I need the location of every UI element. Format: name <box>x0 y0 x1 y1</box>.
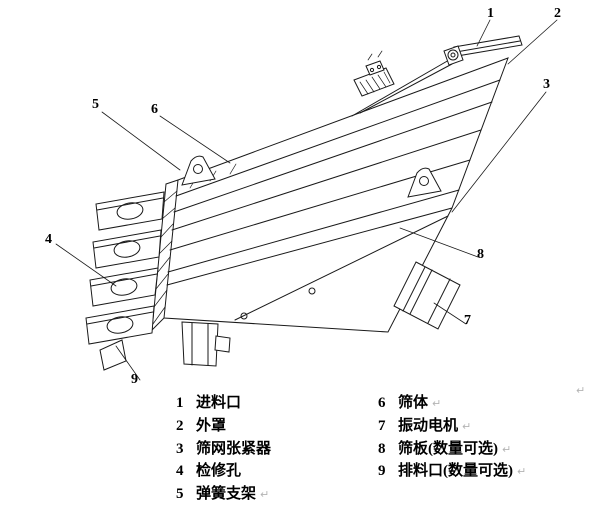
legend-num: 2 <box>176 417 184 434</box>
legend-num: 3 <box>176 440 184 457</box>
legend-label: 振动电机 <box>398 417 459 434</box>
paragraph-mark-icon: ↵ <box>462 419 472 433</box>
chute-1 <box>95 191 165 231</box>
callout-7: 7 <box>464 313 471 328</box>
leader-7 <box>433 302 467 325</box>
callout-1: 1 <box>487 6 494 21</box>
callout-4: 4 <box>45 232 52 247</box>
inspection-hole <box>116 202 144 220</box>
leader-9 <box>115 345 141 381</box>
bottom-flap <box>99 339 127 371</box>
leader-lines <box>55 19 558 381</box>
legend-label: 外罩 <box>196 417 227 434</box>
paragraph-mark-icon: ↵ <box>502 442 512 456</box>
legend-num: 4 <box>176 463 184 480</box>
legend-label: 进料口 <box>196 395 242 411</box>
parts-legend: 1 进料口 6 筛体 ↵ 2 外罩 7 振动电机 ↵ <box>176 391 596 505</box>
inspection-hole <box>110 278 138 296</box>
legend-num: 8 <box>378 440 386 457</box>
chute-2 <box>92 229 162 269</box>
inspection-hole <box>106 316 134 334</box>
leader-5 <box>101 111 181 171</box>
callout-9: 9 <box>131 372 138 387</box>
paragraph-mark-icon: ↵ <box>576 384 586 397</box>
chute-3 <box>89 267 159 307</box>
legend-row: 5 弹簧支架 ↵ <box>176 482 596 505</box>
legend-num: 9 <box>378 463 386 480</box>
support-foot <box>181 321 231 367</box>
callout-8: 8 <box>477 247 484 262</box>
leader-1 <box>476 19 491 47</box>
paragraph-mark-icon: ↵ <box>432 397 442 410</box>
legend-label: 筛体 <box>398 395 429 411</box>
leader-3 <box>451 91 547 213</box>
legend-num: 6 <box>378 395 386 411</box>
tensioner-assembly <box>353 50 395 97</box>
vibration-motor <box>393 261 461 330</box>
chute-4 <box>85 305 155 345</box>
paragraph-mark-icon: ↵ <box>260 488 270 502</box>
callout-3: 3 <box>543 77 550 92</box>
legend-num: 1 <box>176 395 184 411</box>
legend-row: 2 外罩 7 振动电机 ↵ <box>176 414 596 437</box>
callout-5: 5 <box>92 97 99 112</box>
legend-label: 排料口(数量可选) <box>398 463 513 480</box>
leader-4 <box>55 243 117 287</box>
callout-6: 6 <box>151 102 158 117</box>
legend-label: 筛网张紧器 <box>196 440 272 457</box>
discharge-chutes <box>85 191 165 371</box>
spring-bracket-left <box>181 155 216 186</box>
paragraph-mark-icon: ↵ <box>517 465 527 479</box>
leader-8 <box>399 227 479 258</box>
legend-label: 筛板(数量可选) <box>398 440 498 457</box>
legend-num: 7 <box>378 417 386 434</box>
feed-inlet-flange <box>443 35 523 66</box>
callout-2: 2 <box>554 6 561 21</box>
legend-label: 检修孔 <box>196 463 242 480</box>
inspection-hole <box>113 240 141 258</box>
legend-label: 弹簧支架 <box>196 486 257 503</box>
legend-row: 4 检修孔 9 排料口(数量可选) ↵ <box>176 459 596 482</box>
plate-hole <box>308 287 316 295</box>
legend-row: 1 进料口 6 筛体 ↵ <box>176 391 596 414</box>
leader-6 <box>159 115 231 164</box>
plate-hole <box>240 312 248 320</box>
leader-2 <box>507 19 558 65</box>
legend-row: 3 筛网张紧器 8 筛板(数量可选) ↵ <box>176 437 596 460</box>
spring-bracket-right <box>407 167 442 198</box>
legend-num: 5 <box>176 486 184 503</box>
